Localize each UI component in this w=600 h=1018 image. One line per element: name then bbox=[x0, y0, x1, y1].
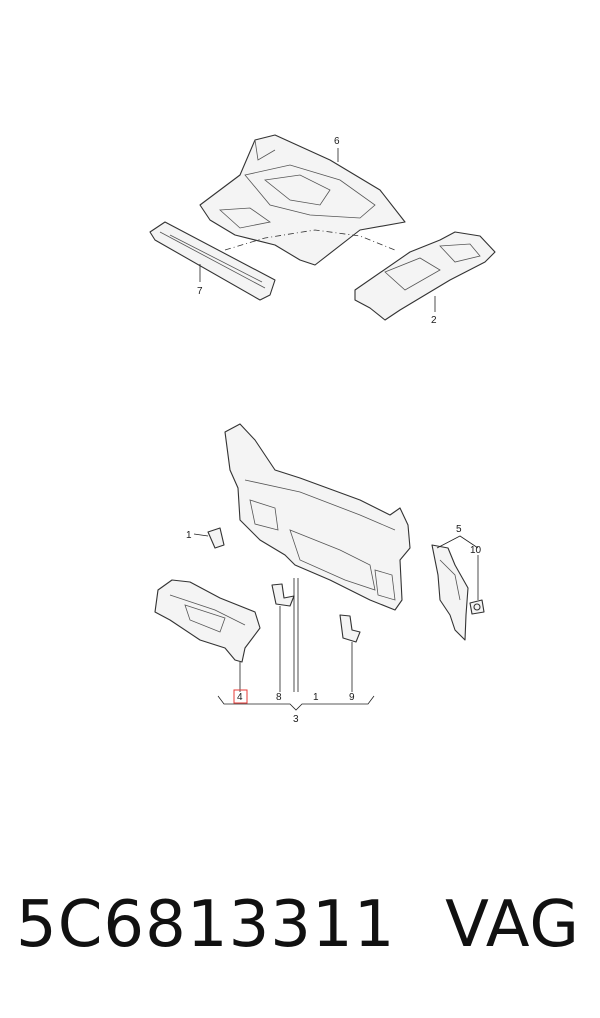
callout-7: 7 bbox=[197, 286, 203, 297]
footer: 5C6813311 VAG bbox=[0, 888, 600, 988]
part-5-side-bracket bbox=[431, 544, 469, 641]
part-number: 5C6813311 bbox=[16, 888, 396, 962]
highlight-box-4 bbox=[233, 689, 248, 704]
callout-2: 2 bbox=[431, 315, 437, 326]
part-9-clip bbox=[339, 614, 361, 643]
callout-1-top: 1 bbox=[186, 530, 192, 541]
group-brace-3 bbox=[217, 695, 375, 711]
part-6-floor-panel bbox=[199, 134, 406, 266]
callout-3: 3 bbox=[293, 714, 299, 725]
part-7-crossmember bbox=[149, 221, 276, 301]
callout-5: 5 bbox=[456, 524, 462, 535]
callout-6: 6 bbox=[334, 136, 340, 147]
part-10-bolt bbox=[469, 599, 485, 615]
callout-4: 4 bbox=[237, 692, 243, 703]
part-8-clip bbox=[271, 583, 295, 607]
callout-1-bottom: 1 bbox=[313, 692, 319, 703]
callout-9: 9 bbox=[349, 692, 355, 703]
part-2-side-member bbox=[354, 231, 496, 321]
part-1-bracket-top bbox=[207, 527, 225, 549]
callout-8: 8 bbox=[276, 692, 282, 703]
callout-10: 10 bbox=[470, 545, 482, 556]
leader-5 bbox=[436, 535, 479, 549]
part-4-lower-member bbox=[154, 579, 261, 663]
leader-1-top bbox=[193, 533, 209, 537]
part-3-rear-panel bbox=[224, 423, 411, 611]
assembly-line-upper bbox=[224, 229, 396, 251]
brand-label: VAG bbox=[445, 888, 580, 962]
parts-diagram: 6 7 2 1 5 10 4 8 bbox=[149, 134, 496, 725]
